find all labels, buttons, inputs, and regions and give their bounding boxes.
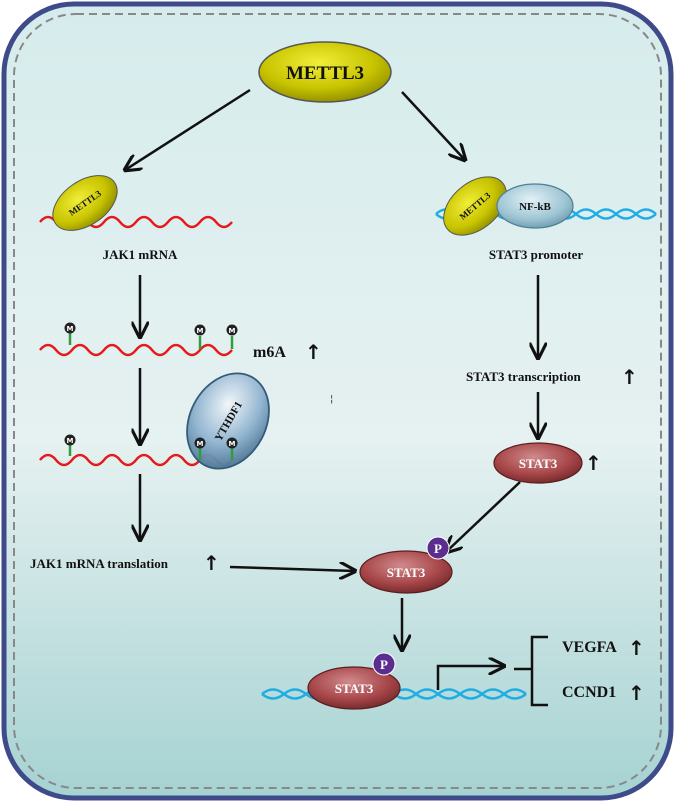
vegfa-up-arrow-icon: ↑ bbox=[628, 636, 645, 660]
ythdf1-node: YTHDF1 bbox=[186, 372, 270, 470]
svg-text:M: M bbox=[197, 440, 204, 448]
stray-mark: ¦ bbox=[330, 394, 333, 405]
jak1-translation-label: JAK1 mRNA translation bbox=[30, 556, 169, 571]
arrow-mettl3-to-stat3-promoter bbox=[401, 91, 465, 160]
svg-text:P: P bbox=[434, 541, 442, 556]
stat3-up-arrow-icon: ↑ bbox=[585, 451, 602, 475]
svg-text:M: M bbox=[197, 327, 204, 335]
arrow-stat3-to-pstat3 bbox=[446, 481, 521, 552]
stat3-node: STAT3 bbox=[493, 442, 583, 484]
svg-text:NF-kB: NF-kB bbox=[519, 201, 551, 213]
nfkb-node: NF-kB bbox=[496, 183, 574, 229]
vegfa-label: VEGFA bbox=[562, 639, 617, 656]
stat3-transcription-label: STAT3 transcription bbox=[466, 369, 581, 384]
translation-up-arrow-icon: ↑ bbox=[203, 551, 220, 575]
m6a-mark-5: M bbox=[194, 437, 206, 460]
target-bracket bbox=[514, 635, 548, 707]
mettl3-small-right: METTL3 bbox=[443, 176, 507, 236]
pstat3-node: STAT3 bbox=[359, 550, 453, 594]
phospho-mark-1: P bbox=[426, 536, 450, 560]
m6a-mark-4: M bbox=[64, 434, 76, 456]
ccnd1-label: CCND1 bbox=[562, 684, 616, 701]
jak1-mrna-label: JAK1 mRNA bbox=[103, 247, 178, 262]
ccnd1-up-arrow-icon: ↑ bbox=[628, 681, 645, 705]
m6a-label: m6A bbox=[253, 344, 286, 361]
inner-dashed-frame bbox=[13, 13, 662, 789]
arrow-translation-to-pstat3 bbox=[229, 567, 355, 571]
m6a-mark-2: M bbox=[194, 324, 206, 349]
svg-text:STAT3: STAT3 bbox=[387, 565, 426, 580]
stat3-bound-node: STAT3 bbox=[307, 666, 401, 710]
transcription-up-arrow-icon: ↑ bbox=[621, 365, 638, 389]
m6a-mark-3: M bbox=[226, 324, 238, 349]
m6a-up-arrow-icon: ↑ bbox=[305, 340, 322, 364]
svg-text:M: M bbox=[229, 440, 236, 448]
svg-text:M: M bbox=[67, 325, 74, 333]
svg-text:M: M bbox=[229, 327, 236, 335]
m6a-mrna-strand bbox=[39, 343, 233, 357]
mettl3-small-left: METTL3 bbox=[52, 175, 118, 231]
svg-text:M: M bbox=[67, 437, 74, 445]
m6a-mark-6: M bbox=[226, 437, 238, 460]
svg-text:STAT3: STAT3 bbox=[519, 456, 558, 471]
svg-text:STAT3: STAT3 bbox=[335, 681, 374, 696]
arrow-mettl3-to-jak1 bbox=[125, 88, 251, 170]
m6a-mark-1: M bbox=[64, 322, 76, 345]
stat3-promoter-label: STAT3 promoter bbox=[489, 247, 583, 262]
phospho-mark-2: P bbox=[372, 652, 396, 676]
transcription-start-arrow bbox=[436, 666, 504, 690]
svg-text:P: P bbox=[380, 657, 388, 672]
mettl3-label: METTL3 bbox=[286, 63, 364, 84]
mettl3-node: METTL3 bbox=[258, 41, 392, 103]
